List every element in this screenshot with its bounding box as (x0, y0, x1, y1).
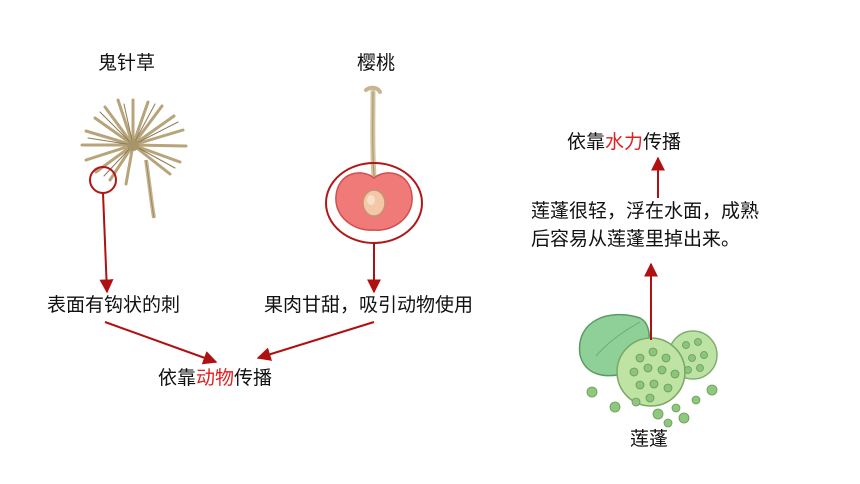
animal-conclusion-suffix: 传播 (234, 367, 273, 389)
bidens-name-label: 鬼针草 (98, 52, 156, 74)
lotus-illustration-icon (578, 313, 718, 428)
animal-conclusion-highlight: 动物 (196, 367, 235, 389)
water-dispersal-conclusion: 依靠水力传播 (567, 133, 681, 152)
cherry-illustration-icon (335, 85, 413, 231)
water-conclusion-highlight: 水力 (605, 131, 644, 153)
water-conclusion-prefix: 依靠 (567, 131, 606, 153)
arrow-bidens-to-feature (99, 192, 114, 294)
cherry-feature-label: 果肉甘甜，吸引动物使用 (264, 294, 474, 316)
lotus-name-label: 莲蓬 (630, 428, 669, 450)
lotus-feature-line-2: 后容易从莲蓬里掉出来。 (531, 228, 741, 250)
bidens-feature-label: 表面有钩状的刺 (47, 294, 181, 316)
cherry-name-label: 樱桃 (357, 52, 396, 74)
water-conclusion-suffix: 传播 (643, 131, 682, 153)
animal-dispersal-conclusion: 依靠动物传播 (158, 369, 272, 388)
arrow-bidens-feature-to-animal (104, 321, 218, 365)
animal-conclusion-prefix: 依靠 (158, 367, 197, 389)
bidens-highlight-circle (89, 166, 117, 194)
arrow-cherry-feature-to-animal (256, 321, 375, 361)
bidens-illustration-icon (80, 98, 188, 219)
lotus-feature-line-1: 莲蓬很轻，浮在水面，成熟 (531, 200, 760, 222)
